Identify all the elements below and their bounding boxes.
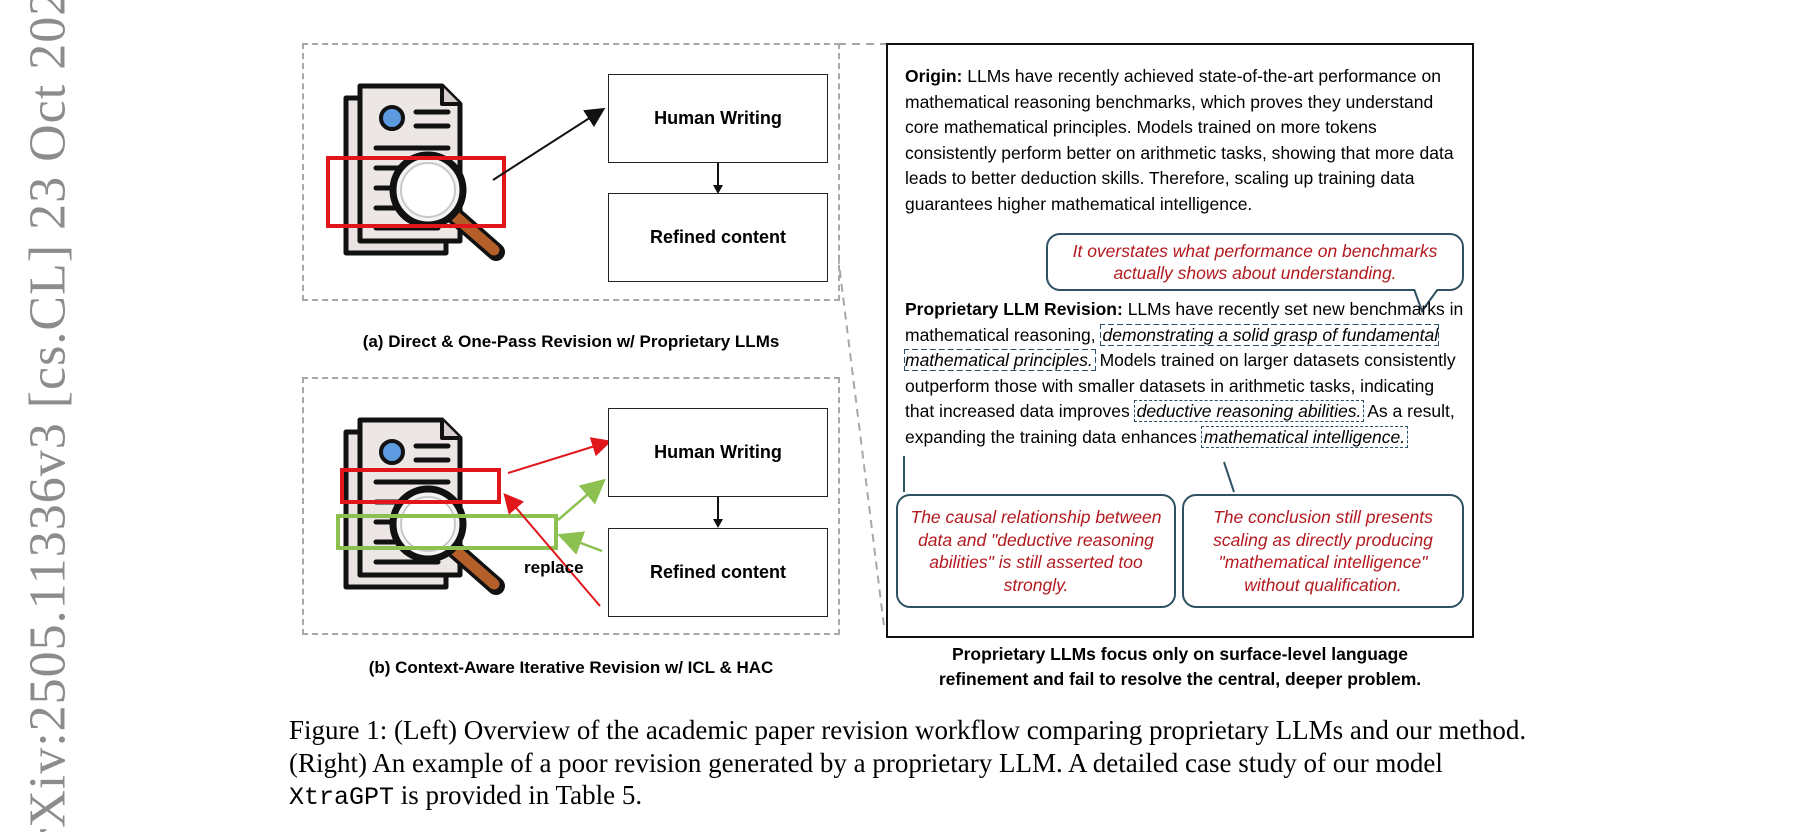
- highlight-claim-1: demonstrating a solid grasp of fundament…: [903, 323, 1440, 371]
- panel-b-frame: [302, 377, 840, 635]
- origin-text: LLMs have recently achieved state-of-the…: [905, 66, 1454, 214]
- arrow-down-b: [713, 497, 723, 528]
- bubble-tail-1: [1413, 289, 1439, 314]
- arxiv-watermark: arXiv:2505.11336v3 [cs.CL] 23 Oct 2025: [0, 0, 80, 832]
- green-highlight-box: [336, 514, 558, 550]
- red-highlight-box: [326, 156, 506, 228]
- human-writing-box-b: Human Writing: [608, 408, 828, 497]
- panel-b-caption: (b) Context-Aware Iterative Revision w/ …: [368, 658, 774, 677]
- revision-label: Proprietary LLM Revision:: [905, 299, 1123, 319]
- arxiv-id-text: arXiv:2505.11336v3 [cs.CL] 23 Oct 2025: [19, 0, 77, 832]
- revision-text-1: LLMs have recently set new benchmarks in…: [905, 299, 1464, 345]
- figure-caption: Figure 1: (Left) Overview of the academi…: [289, 714, 1529, 815]
- caption-model-name: XtraGPT: [289, 783, 395, 812]
- panel-a-frame: [302, 43, 840, 301]
- arrow-to-human-writing: [492, 107, 606, 181]
- panel-b-arrows: [503, 437, 612, 607]
- refined-content-box-a: Refined content: [608, 193, 828, 282]
- origin-label: Origin:: [905, 66, 963, 86]
- comment-bubble-2: The causal relationship between data and…: [896, 494, 1176, 608]
- arrow-down-a: [713, 163, 723, 194]
- revision-text-3: As a result, expanding the training data…: [905, 401, 1455, 447]
- caption-text-1: Figure 1: (Left) Overview of the academi…: [289, 715, 1527, 778]
- bubble-tails-2-3: [903, 456, 1235, 493]
- panel-a-caption: (a) Direct & One-Pass Revision w/ Propri…: [362, 332, 780, 351]
- refined-content-box-b: Refined content: [608, 528, 828, 617]
- highlight-claim-2: deductive reasoning abilities.: [1133, 400, 1365, 422]
- human-writing-box-a: Human Writing: [608, 74, 828, 163]
- revision-text-2: Models trained on larger datasets consis…: [905, 350, 1456, 421]
- red-highlight-box: [340, 468, 501, 504]
- zoom-connector-lines: [838, 43, 886, 627]
- caption-text-2: is provided in Table 5.: [394, 780, 643, 810]
- example-bottom-note: Proprietary LLMs focus only on surface-l…: [938, 644, 1422, 689]
- replace-label: replace: [524, 558, 584, 577]
- highlight-claim-3: mathematical intelligence.: [1200, 425, 1409, 448]
- revision-paragraph: Proprietary LLM Revision: LLMs have rece…: [903, 297, 1467, 450]
- comment-bubble-1: It overstates what performance on benchm…: [1046, 233, 1464, 291]
- origin-paragraph: Origin: LLMs have recently achieved stat…: [905, 64, 1467, 217]
- comment-bubble-3: The conclusion still presents scaling as…: [1182, 494, 1464, 608]
- document-magnifier-icon: [343, 83, 505, 261]
